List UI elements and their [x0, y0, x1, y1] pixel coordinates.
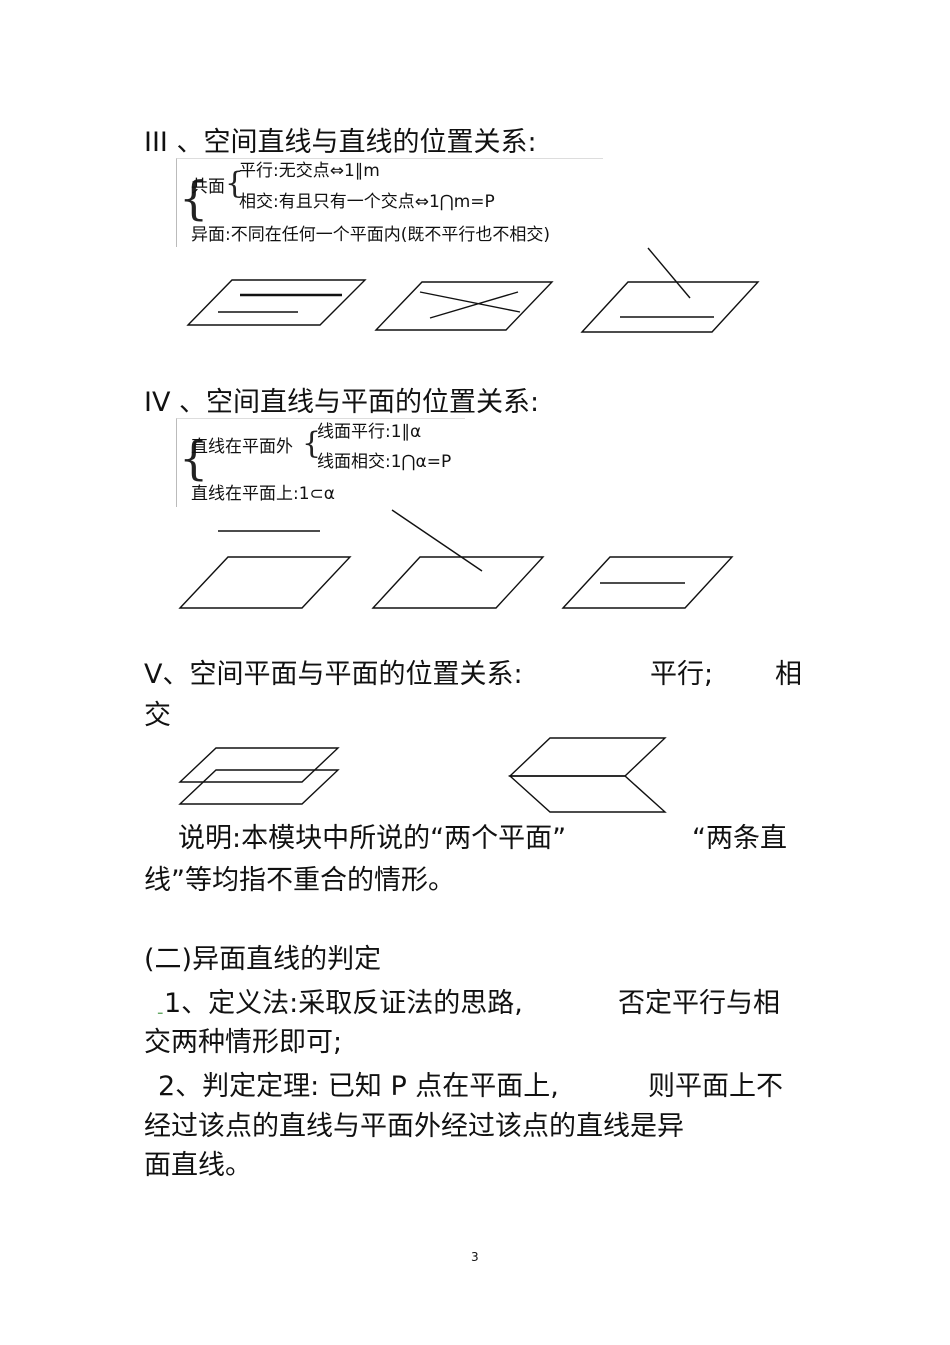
plane-plane-figures: [178, 737, 667, 813]
item-1-text: 1、定义法:采取反证法的思路,: [164, 988, 523, 1019]
plane-intersect-label-1: 相: [775, 659, 802, 690]
coplanar-label: 共面: [191, 177, 225, 197]
item-2-text-line-2: 经过该点的直线与平面外经过该点的直线是异: [144, 1111, 684, 1142]
parallel-text: 平行:无交点⇔1∥m: [239, 161, 380, 181]
outer-brace: {: [179, 431, 209, 485]
figure-parallel-planes: [178, 747, 340, 805]
figure-intersecting-lines: [374, 281, 554, 331]
item-1-mark: -: [157, 1002, 164, 1023]
item-2-text-end: 则平面上不: [648, 1071, 783, 1102]
line-plane-figures: [178, 509, 734, 609]
outside-plane-label: 直线在平面外: [191, 437, 293, 457]
outer-brace: {: [179, 171, 209, 225]
item-1-text-line-2: 交两种情形即可;: [144, 1027, 343, 1058]
page-number: 3: [471, 1250, 479, 1264]
note-line-2: 线”等均指不重合的情形。: [144, 865, 455, 896]
note-line-1: 说明:本模块中所说的“两个平面”: [178, 823, 567, 854]
item-1-text-end: 否定平行与相: [618, 988, 780, 1019]
line-line-relation-box: { 共面 { 平行:无交点⇔1∥m 相交:有且只有一个交点⇔1⋂m=P 异面:不…: [176, 158, 603, 247]
inner-brace: {: [225, 166, 245, 201]
intersect-text: 相交:有且只有一个交点⇔1⋂m=P: [239, 192, 495, 212]
note-line-1-end: “两条直: [692, 823, 787, 854]
item-2-text-line-3: 面直线。: [144, 1150, 252, 1181]
section-5-heading: V、空间平面与平面的位置关系:: [144, 659, 523, 690]
item-2-text: 2、判定定理: 已知 P 点在平面上,: [158, 1071, 559, 1102]
line-plane-relation-box: { 直线在平面外 { 线面平行:1∥α 线面相交:1⋂α=P 直线在平面上:1⊂…: [176, 418, 465, 507]
line-line-figures: [186, 247, 760, 333]
figure-intersecting-planes: [508, 737, 667, 813]
figure-skew-lines: [580, 247, 760, 333]
skew-text: 异面:不同在任何一个平面内(既不平行也不相交): [191, 225, 550, 245]
figure-parallel-lines: [186, 279, 367, 326]
figure-line-intersect-plane: [371, 509, 545, 609]
section-3-heading: III 、空间直线与直线的位置关系:: [144, 127, 537, 158]
section-2-title: (二)异面直线的判定: [144, 944, 382, 975]
plane-parallel-label: 平行;: [650, 659, 714, 690]
figure-line-parallel-plane: [178, 530, 352, 609]
section-4-heading: IV 、空间直线与平面的位置关系:: [144, 387, 540, 418]
plane-intersect-label-2: 交: [144, 700, 171, 731]
inner-brace: {: [302, 426, 322, 461]
line-plane-parallel-text: 线面平行:1∥α: [317, 422, 422, 442]
on-plane-text: 直线在平面上:1⊂α: [191, 484, 335, 504]
line-plane-intersect-text: 线面相交:1⋂α=P: [317, 452, 452, 472]
figure-line-on-plane: [561, 556, 734, 609]
